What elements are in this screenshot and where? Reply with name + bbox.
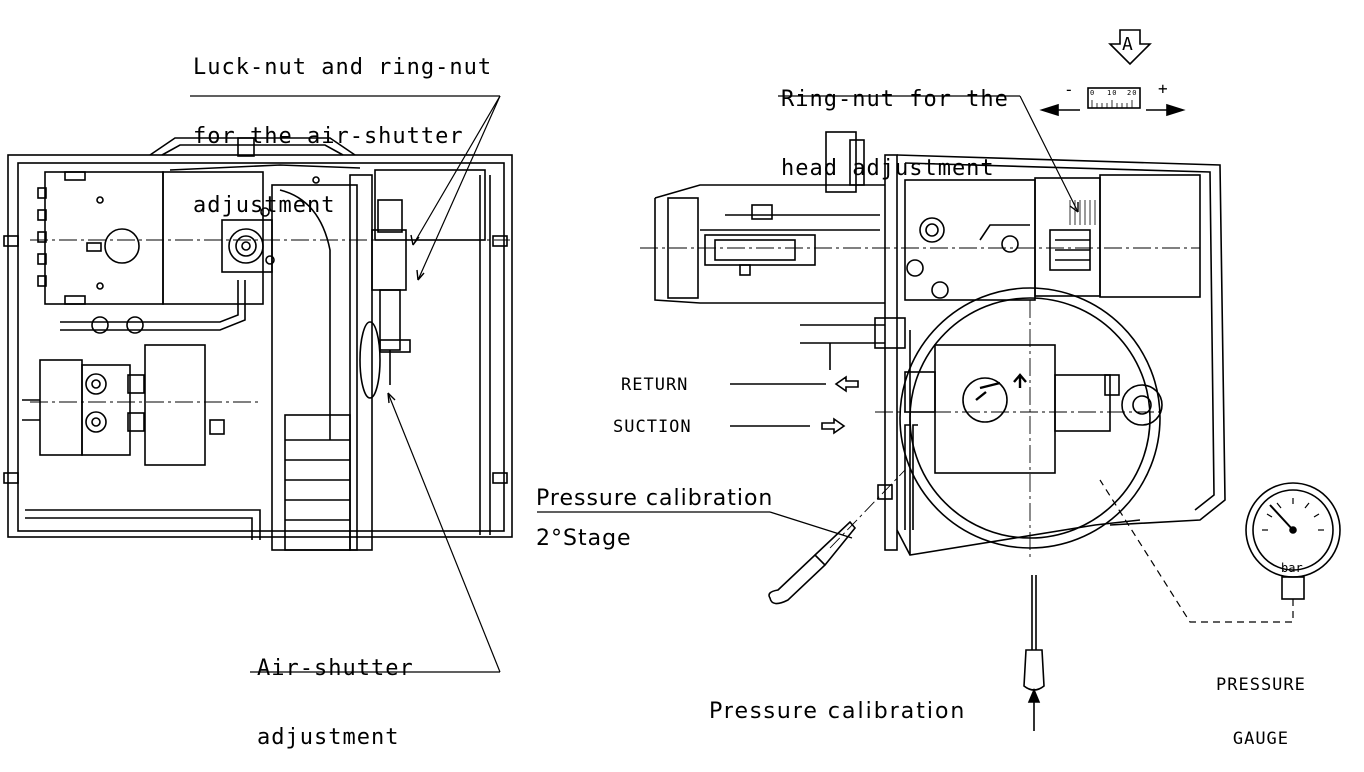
screwdriver-bottom bbox=[1023, 575, 1045, 731]
blast-tube-bottom bbox=[654, 198, 885, 304]
airshutter-line-1: Air-shutter bbox=[257, 656, 414, 681]
valve-block bbox=[81, 364, 131, 456]
head-scale bbox=[1039, 87, 1186, 117]
view-a-arrow bbox=[1108, 29, 1152, 66]
flange bbox=[884, 154, 898, 551]
main-housing bbox=[896, 154, 1226, 526]
nozzle-holder bbox=[704, 234, 816, 266]
return-arrow bbox=[834, 375, 859, 393]
locknut-line-2: for the air-shutter bbox=[193, 124, 464, 149]
left-burner-view bbox=[3, 137, 513, 551]
pressure-gauge: bar bbox=[1099, 479, 1341, 623]
return-label: RETURN bbox=[621, 375, 689, 395]
gauge-unit: bar bbox=[1281, 561, 1303, 575]
right-center-lines bbox=[640, 247, 1200, 560]
suction-label: SUCTION bbox=[613, 417, 692, 437]
motor-box bbox=[1099, 174, 1201, 298]
scale-minus: - bbox=[1064, 80, 1075, 99]
view-letter: A bbox=[1122, 34, 1134, 55]
leader-locknut-2 bbox=[417, 95, 501, 281]
gauge-line-2: GAUGE bbox=[1232, 729, 1290, 749]
return-suction-indicators bbox=[730, 375, 859, 435]
ringnut-label: Ring-nut for the head adjustment bbox=[781, 42, 1009, 203]
transformer bbox=[162, 171, 264, 305]
right-burner-view bbox=[640, 131, 1226, 560]
locknut-line-1: Luck-nut and ring-nut bbox=[193, 55, 493, 80]
locknut-line-3: adjustment bbox=[193, 193, 336, 218]
oil-pump bbox=[934, 344, 1056, 474]
scale-tick-20: 20 bbox=[1127, 89, 1138, 97]
burner-diagram: bar Luck-nut and ring-nut for the air-sh… bbox=[3, 10, 1341, 749]
pump-shaft bbox=[228, 228, 264, 264]
leader-airshutter bbox=[387, 392, 501, 673]
gauge-line-1: PRESSURE bbox=[1216, 675, 1306, 695]
control-box bbox=[44, 171, 164, 305]
airshutter-line-2: adjustment bbox=[257, 725, 400, 750]
ringnut-line-2: head adjustment bbox=[781, 156, 995, 181]
airshutter-label: Air-shutter adjustment bbox=[257, 611, 414, 772]
blast-tube-top bbox=[654, 184, 885, 199]
side-screws bbox=[3, 235, 508, 484]
pump-shaft-end bbox=[1121, 384, 1163, 426]
solenoid-valve-1 bbox=[39, 359, 83, 456]
ringnut-leader bbox=[778, 95, 1079, 213]
scale-plus: + bbox=[1158, 79, 1169, 98]
pressure-gauge-label: PRESSURE GAUGE bbox=[1216, 640, 1306, 766]
pressure-calibration-stage2-label: Pressure calibration bbox=[536, 486, 774, 511]
ringnut-line-1: Ring-nut for the bbox=[781, 87, 1009, 112]
solenoid-valve-2 bbox=[144, 344, 206, 466]
handle-knob bbox=[237, 137, 255, 157]
shutter-box bbox=[374, 169, 486, 241]
reset-button bbox=[104, 228, 140, 264]
locknut-label: Luck-nut and ring-nut for the air-shutte… bbox=[193, 10, 492, 240]
scale-tick-0: 0 bbox=[1090, 89, 1096, 97]
burner-drawing: bar bbox=[3, 29, 1341, 731]
screwdriver-stage2 bbox=[537, 469, 906, 605]
stage2-label: 2°Stage bbox=[536, 526, 632, 551]
pressure-calibration-label: Pressure calibration bbox=[709, 699, 967, 724]
suction-arrow bbox=[821, 417, 846, 435]
scale-tick-10: 10 bbox=[1107, 89, 1118, 97]
leader-locknut-1 bbox=[412, 95, 501, 246]
air-shutter-plate bbox=[349, 174, 373, 551]
shutter-disk bbox=[359, 321, 381, 399]
left-leader-lines bbox=[190, 95, 501, 673]
